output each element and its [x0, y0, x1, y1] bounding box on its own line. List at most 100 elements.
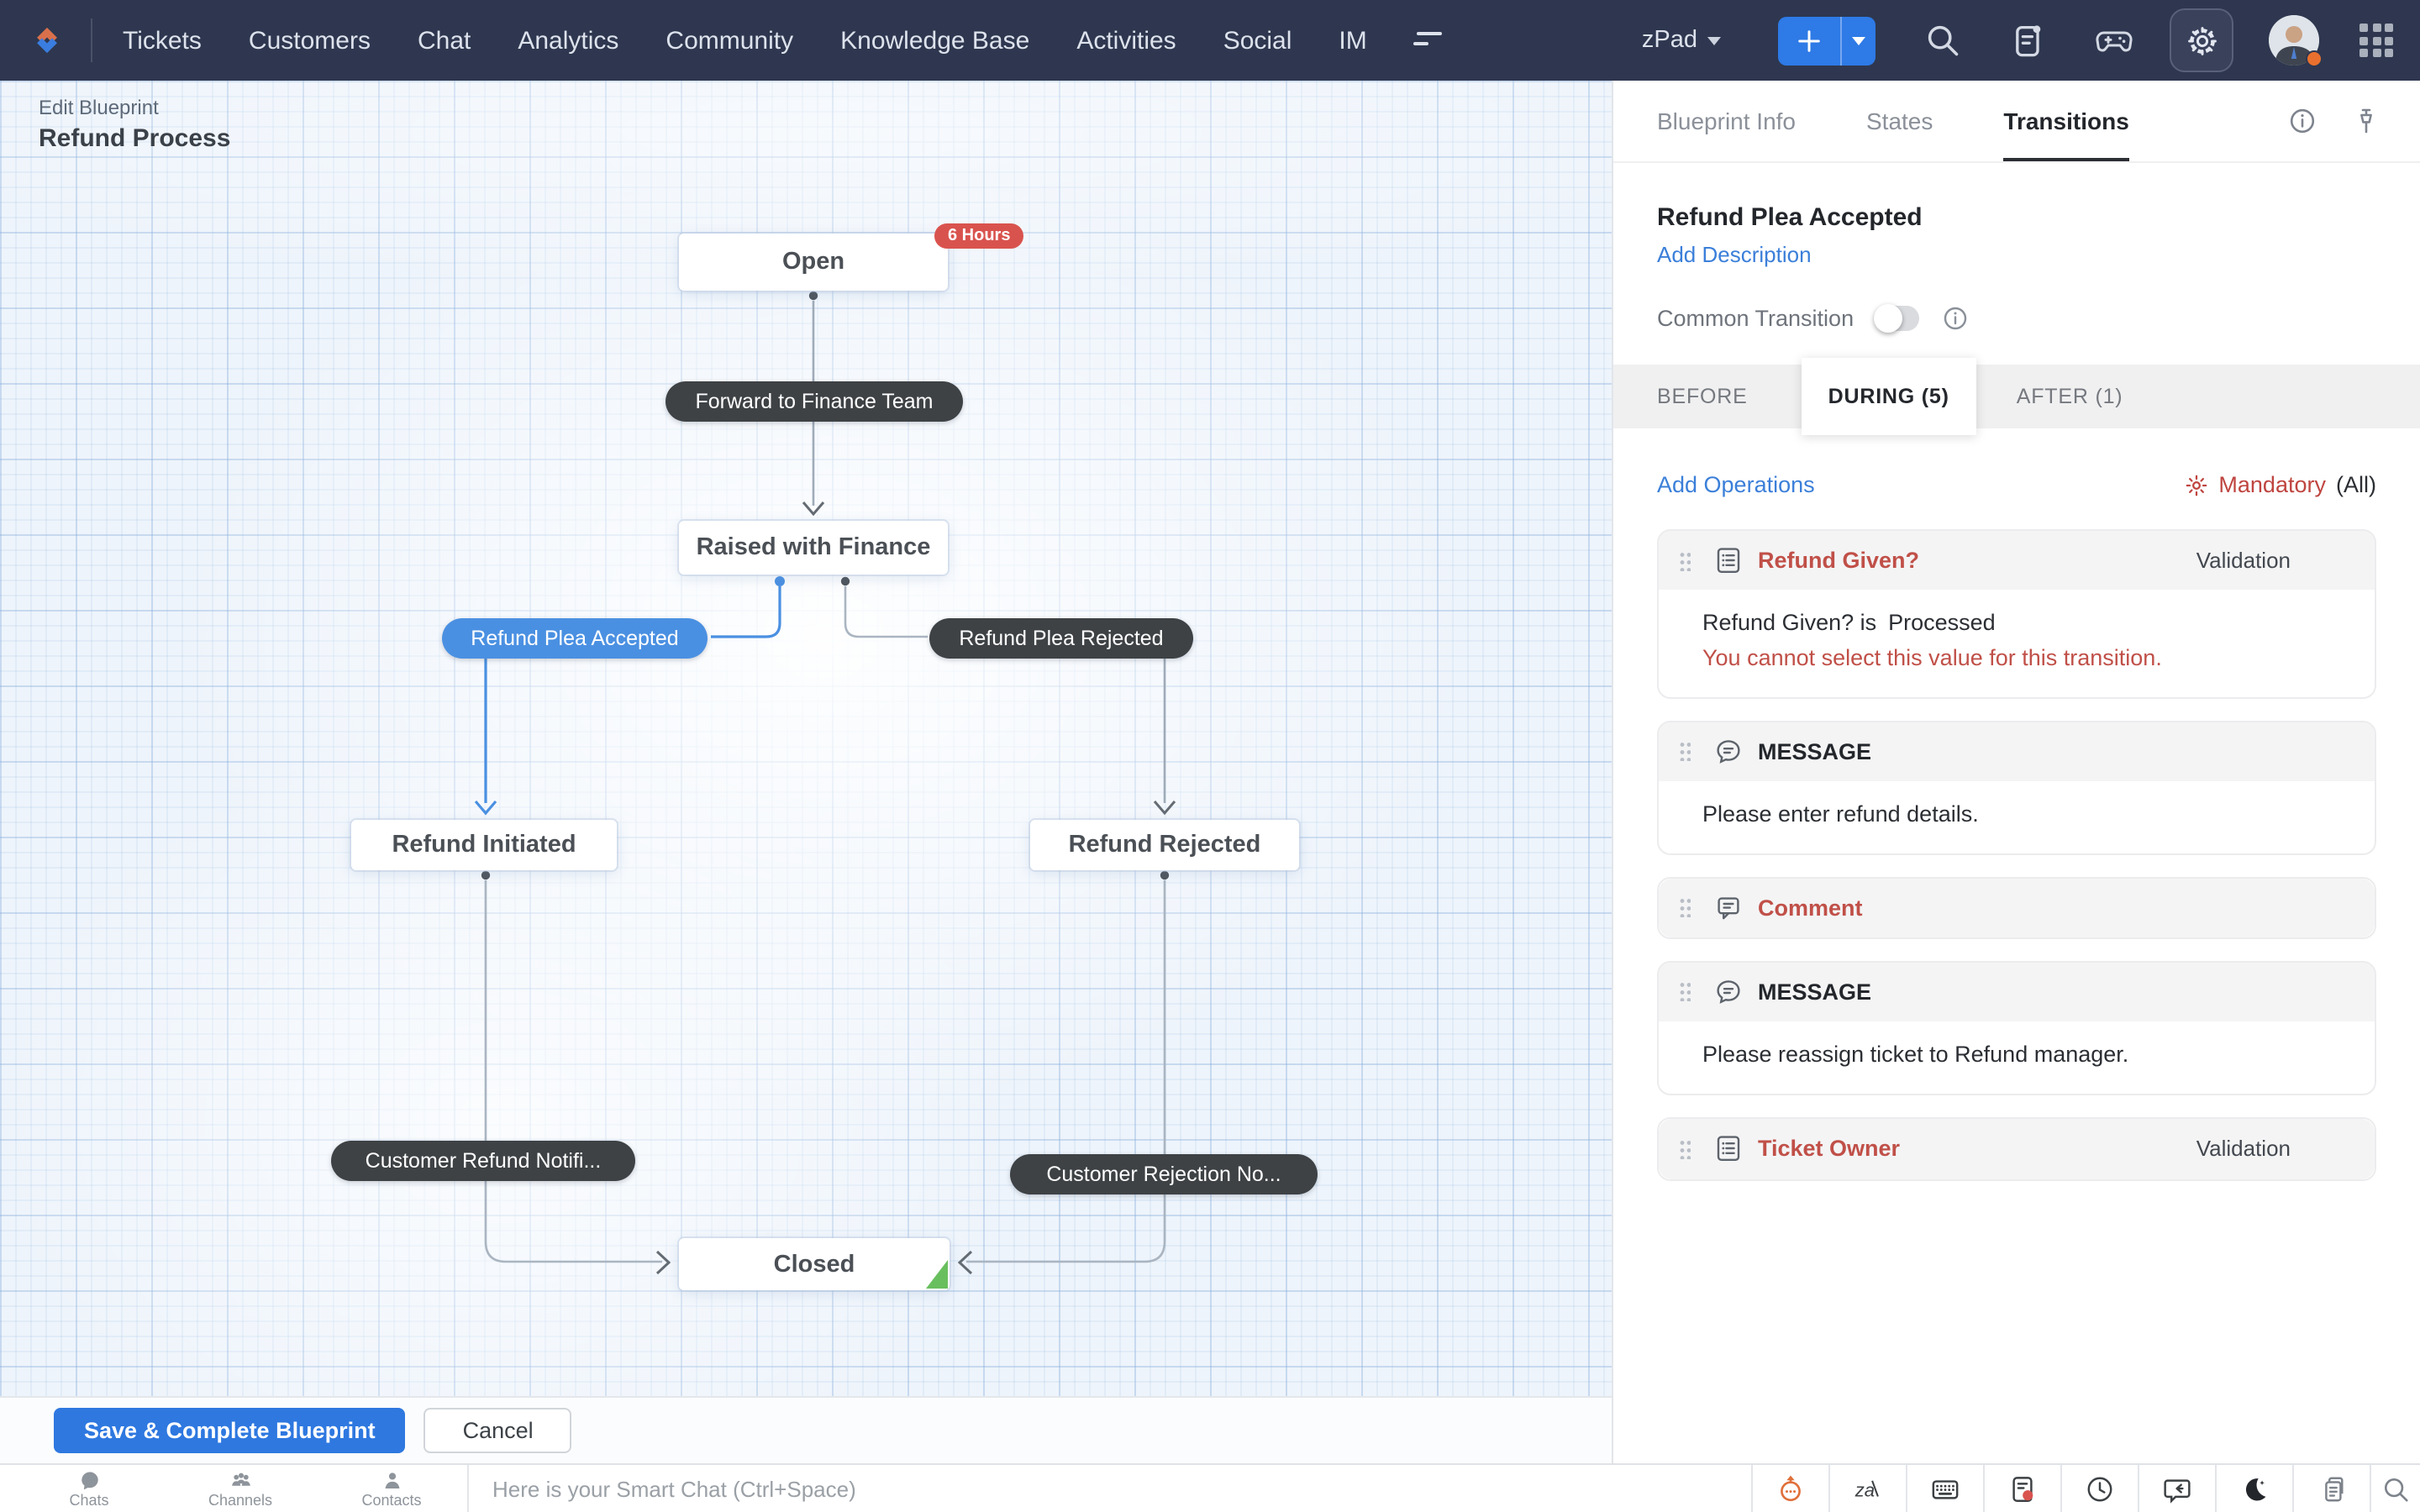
operation-title[interactable]: MESSAGE — [1758, 979, 1872, 1005]
gear-icon — [2187, 26, 2216, 55]
stage-tab-before[interactable]: BEFORE — [1657, 385, 1748, 408]
feeds-icon[interactable] — [2010, 22, 2047, 59]
plus-icon[interactable] — [1778, 16, 1842, 65]
drag-handle-icon[interactable] — [1679, 1138, 1691, 1159]
svg-text:za: za — [1854, 1479, 1875, 1500]
panel-tabs: Blueprint Info States Transitions — [1613, 81, 2420, 163]
nav-item-activities[interactable]: Activities — [1076, 26, 1176, 55]
validation-error-text: You cannot select this value for this tr… — [1702, 644, 2162, 670]
info-circle-icon[interactable] — [2289, 108, 2316, 134]
transition-pill-refund-plea-accepted[interactable]: Refund Plea Accepted — [442, 618, 708, 659]
transition-pill-forward-to-finance[interactable]: Forward to Finance Team — [666, 381, 963, 422]
bottom-search-icon[interactable] — [2370, 1465, 2420, 1512]
save-complete-blueprint-button[interactable]: Save & Complete Blueprint — [54, 1408, 406, 1453]
search-icon[interactable] — [1924, 22, 1961, 59]
stage-tab-after[interactable]: AFTER (1) — [2016, 385, 2123, 408]
operation-title[interactable]: Comment — [1758, 895, 1863, 921]
drag-handle-icon[interactable] — [1679, 741, 1691, 762]
transition-pill-customer-refund-notification[interactable]: Customer Refund Notifi... — [331, 1141, 635, 1181]
state-node-raised-with-finance[interactable]: Raised with Finance — [679, 521, 948, 575]
operation-type-badge: Validation — [2196, 1136, 2291, 1162]
channels-button[interactable]: Channels — [165, 1469, 316, 1508]
drag-handle-icon[interactable] — [1679, 981, 1691, 1002]
people-group-icon — [231, 1472, 250, 1485]
nav-item-community[interactable]: Community — [666, 26, 794, 55]
state-node-refund-rejected[interactable]: Refund Rejected — [1030, 820, 1299, 870]
night-mode-moon-icon[interactable] — [2215, 1465, 2292, 1512]
chats-button[interactable]: Chats — [13, 1469, 165, 1508]
message-text: Please reassign ticket to Refund manager… — [1702, 1041, 2129, 1067]
tab-blueprint-info[interactable]: Blueprint Info — [1657, 108, 1796, 134]
common-transition-toggle[interactable] — [1874, 304, 1920, 333]
message-bubble-icon — [1714, 978, 1743, 1006]
smart-chat-input-area[interactable] — [467, 1465, 1751, 1512]
blueprint-header: Edit Blueprint Refund Process — [39, 96, 230, 153]
operation-card-refund-given[interactable]: Refund Given? Validation Refund Given? i… — [1657, 529, 2376, 699]
add-operations-link[interactable]: Add Operations — [1657, 472, 1815, 497]
transition-details: Refund Plea Accepted Add Description Com… — [1613, 163, 2420, 333]
notes-copy-icon[interactable] — [2292, 1465, 2370, 1512]
quick-create-split-button[interactable] — [1778, 16, 1876, 65]
announcement-doc-icon[interactable] — [1983, 1465, 2060, 1512]
person-icon — [384, 1472, 399, 1488]
keyboard-icon[interactable] — [1906, 1465, 1983, 1512]
nav-right-cluster: zPad — [1642, 8, 2420, 72]
workspace-switcher[interactable]: zPad — [1642, 27, 1721, 54]
zia-assistant-icon[interactable] — [1751, 1465, 1828, 1512]
nav-item-knowledge-base[interactable]: Knowledge Base — [840, 26, 1030, 55]
recent-activity-clock-icon[interactable] — [2060, 1465, 2138, 1512]
tab-transitions[interactable]: Transitions — [2003, 81, 2129, 161]
nav-divider — [91, 18, 92, 62]
operation-title[interactable]: Refund Given? — [1758, 548, 1920, 573]
tab-states[interactable]: States — [1866, 108, 1933, 134]
gamescope-icon[interactable] — [2096, 22, 2133, 59]
pin-icon[interactable] — [2353, 108, 2380, 134]
quick-create-caret[interactable] — [1842, 16, 1876, 65]
sla-badge: 6 Hours — [934, 223, 1024, 249]
message-bubble-icon — [1714, 738, 1743, 766]
nav-item-im[interactable]: IM — [1339, 26, 1367, 55]
drag-handle-icon[interactable] — [1679, 550, 1691, 570]
drag-handle-icon[interactable] — [1679, 897, 1691, 918]
transition-name: Refund Plea Accepted — [1657, 203, 1923, 232]
operation-card-message-1[interactable]: MESSAGE Please enter refund details. — [1657, 720, 2376, 855]
info-circle-icon[interactable] — [1943, 306, 1968, 331]
cancel-button[interactable]: Cancel — [424, 1408, 572, 1453]
reply-bubble-icon[interactable] — [2138, 1465, 2215, 1512]
main-menu: Tickets Customers Chat Analytics Communi… — [123, 26, 1444, 55]
field-validation-icon — [1714, 1134, 1743, 1163]
operation-title[interactable]: Ticket Owner — [1758, 1136, 1901, 1162]
user-avatar[interactable] — [2269, 15, 2323, 70]
nav-more-icon[interactable] — [1413, 32, 1444, 49]
operation-title[interactable]: MESSAGE — [1758, 738, 1872, 764]
setup-button[interactable] — [2170, 8, 2233, 72]
page-title: Refund Process — [39, 124, 231, 153]
operation-card-comment[interactable]: Comment — [1657, 876, 2376, 939]
mandatory-label: Mandatory — [2218, 472, 2326, 497]
state-node-refund-initiated[interactable]: Refund Initiated — [351, 820, 617, 870]
contacts-button[interactable]: Contacts — [316, 1469, 467, 1508]
operation-card-ticket-owner[interactable]: Ticket Owner Validation — [1657, 1116, 2376, 1181]
stage-tab-during[interactable]: DURING (5) — [1801, 358, 1976, 435]
operation-card-message-2[interactable]: MESSAGE Please reassign ticket to Refund… — [1657, 960, 2376, 1095]
nav-item-analytics[interactable]: Analytics — [518, 26, 619, 55]
breadcrumb: Edit Blueprint — [39, 96, 159, 119]
transition-pill-customer-rejection-notification[interactable]: Customer Rejection No... — [1010, 1154, 1318, 1194]
add-description-link[interactable]: Add Description — [1657, 242, 1812, 267]
transition-pill-refund-plea-rejected[interactable]: Refund Plea Rejected — [929, 618, 1193, 659]
apps-grid-icon[interactable] — [2360, 24, 2393, 57]
status-dot — [2306, 50, 2323, 67]
common-transition-label: Common Transition — [1657, 306, 1854, 331]
blueprint-canvas[interactable]: Edit Blueprint Refund Process — [0, 81, 1612, 1396]
state-node-closed[interactable]: Closed — [679, 1238, 950, 1290]
nav-item-chat[interactable]: Chat — [417, 26, 471, 55]
nav-item-tickets[interactable]: Tickets — [123, 26, 202, 55]
zia-search-icon[interactable]: za — [1828, 1465, 1906, 1512]
state-node-open[interactable]: Open — [679, 234, 948, 291]
smart-chat-input[interactable] — [489, 1474, 1751, 1503]
state-label: Closed — [773, 1251, 855, 1278]
nav-item-social[interactable]: Social — [1223, 26, 1292, 55]
nav-item-customers[interactable]: Customers — [248, 26, 371, 55]
mandatory-control[interactable]: Mandatory (All) — [2185, 472, 2376, 497]
zoho-desk-logo-icon[interactable] — [25, 18, 69, 62]
